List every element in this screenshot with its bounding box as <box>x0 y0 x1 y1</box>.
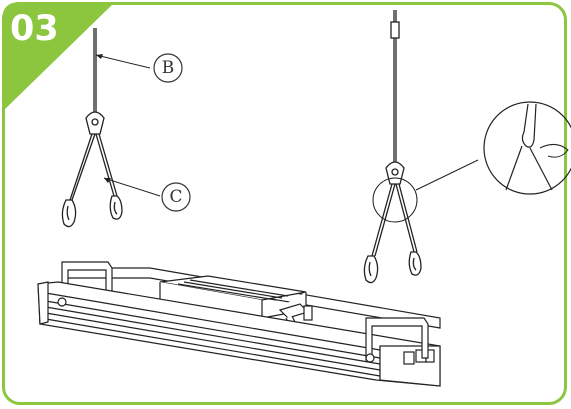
callout-b-circle <box>153 53 183 83</box>
right-hanger <box>363 10 479 284</box>
left-hanger <box>61 28 161 228</box>
callout-c-circle <box>161 182 191 212</box>
step-badge <box>2 2 115 112</box>
led-fixture <box>37 261 441 387</box>
callout-label-c: C <box>169 187 183 207</box>
callout-label-b: B <box>161 58 175 78</box>
step-number: 03 <box>10 9 59 49</box>
detail-zoom <box>483 101 571 195</box>
